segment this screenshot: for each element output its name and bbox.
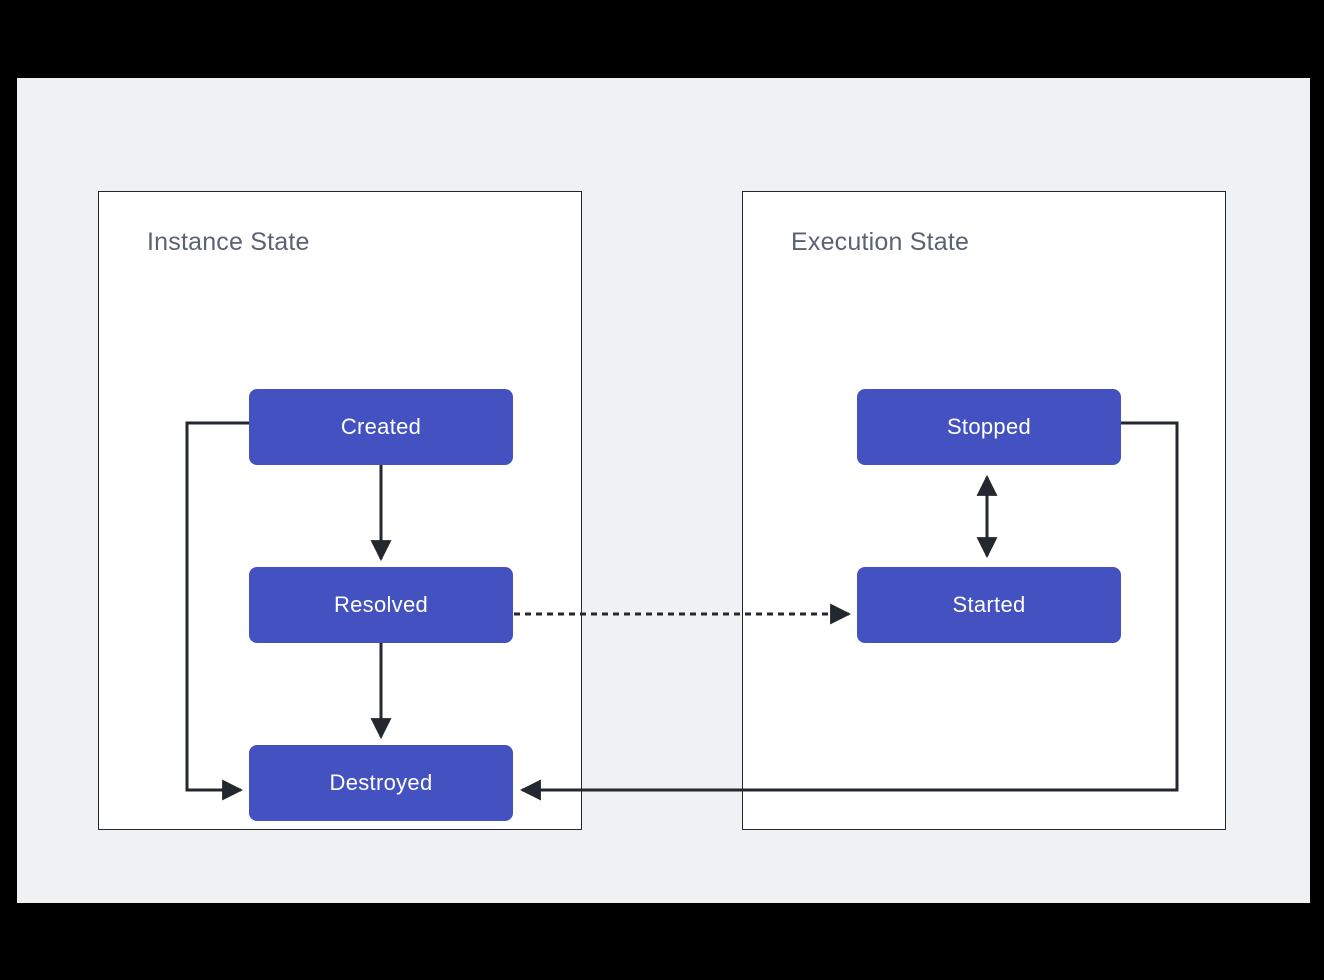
panel-execution-state-title: Execution State	[791, 228, 970, 256]
node-stopped[interactable]: Stopped	[857, 389, 1121, 465]
node-started[interactable]: Started	[857, 567, 1121, 643]
node-destroyed[interactable]: Destroyed	[249, 745, 513, 821]
node-created[interactable]: Created	[249, 389, 513, 465]
diagram-canvas: Instance State Execution State Created R…	[17, 78, 1310, 903]
panel-instance-state: Instance State	[98, 191, 582, 830]
panel-execution-state: Execution State	[742, 191, 1226, 830]
panel-instance-state-title: Instance State	[147, 228, 310, 256]
node-resolved[interactable]: Resolved	[249, 567, 513, 643]
